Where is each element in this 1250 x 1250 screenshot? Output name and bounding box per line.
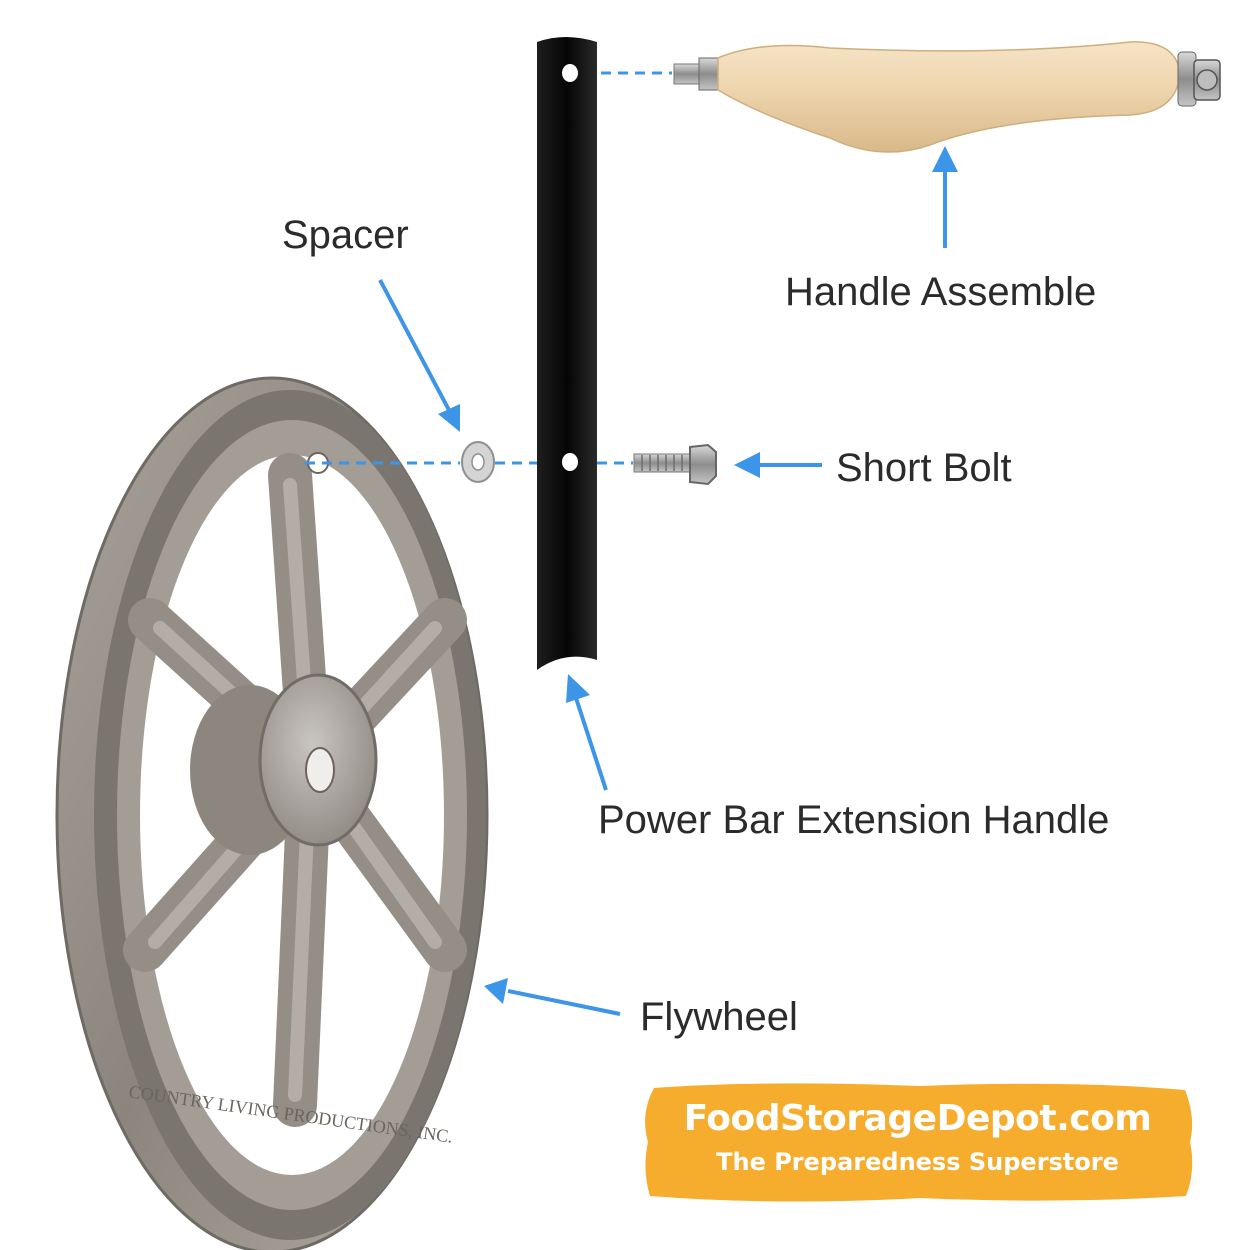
handle-arrow	[932, 146, 958, 248]
short-bolt	[633, 443, 717, 486]
site-name: FoodStorageDepot.com	[683, 1098, 1152, 1139]
brush-stroke-background	[645, 1083, 1193, 1202]
flywheel	[55, 376, 489, 1250]
spacer-washer	[461, 441, 495, 483]
handle-assemble-label: Handle Assemble	[785, 270, 1097, 314]
flywheel-arrow	[484, 978, 621, 1016]
spacer-arrow	[378, 279, 460, 432]
power-bar-arrow	[566, 674, 608, 791]
power-bar-label: Power Bar Extension Handle	[598, 798, 1110, 842]
pointer-arrows	[378, 146, 958, 1016]
power-bar	[537, 37, 597, 670]
handle-assembly	[673, 41, 1221, 153]
flywheel-label: Flywheel	[640, 995, 798, 1039]
alignment-lines	[305, 71, 672, 465]
brand-badge: FoodStorageDepot.com The Preparedness Su…	[640, 1078, 1195, 1206]
site-tagline: The Preparedness Superstore	[716, 1148, 1119, 1176]
spacer-label: Spacer	[282, 213, 409, 257]
short-bolt-label: Short Bolt	[836, 446, 1012, 490]
short-bolt-arrow	[734, 452, 822, 478]
